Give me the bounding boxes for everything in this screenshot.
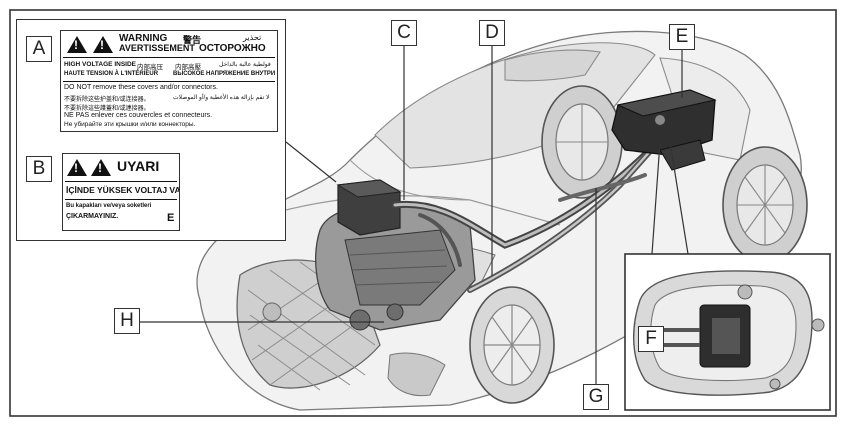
label-a-ru-remove: Не убирайте эти крышки и/или коннекторы. bbox=[64, 121, 195, 128]
label-b-high-voltage: İÇİNDE YÜKSEK VOLTAJ VAR bbox=[66, 185, 180, 195]
label-a-high-voltage-zh: 内部高压 bbox=[137, 61, 163, 71]
label-a-warning-ar: تحذير bbox=[243, 33, 261, 42]
callout-c: C bbox=[391, 20, 417, 46]
callout-d: D bbox=[479, 20, 505, 46]
warning-triangle-icon bbox=[67, 36, 87, 53]
label-a-fr-remove: NE PAS enlever ces couvercles et connect… bbox=[64, 112, 212, 119]
label-a-ar-remove: لا تقم بإزالة هذه الأغطية و/أو الموصلات bbox=[173, 94, 269, 101]
label-b-line2: Bu kapakları ve/veya soketleri bbox=[66, 203, 151, 209]
callout-e: E bbox=[669, 24, 695, 50]
label-a-do-not-remove: DO NOT remove these covers and/or connec… bbox=[64, 84, 218, 91]
label-a-high-voltage: HIGH VOLTAGE INSIDE bbox=[64, 61, 136, 68]
rear-left-wheel bbox=[542, 86, 622, 198]
label-b-uyari: UYARI bbox=[117, 158, 159, 174]
label-a-zh-remove: 不要拆除这些护盖和/或连接器。 bbox=[64, 94, 150, 103]
label-a-warning-sticker: WARNING AVERTISSEMENT 警告 تحذير ОСТОРОЖНО… bbox=[60, 30, 278, 132]
warning-triangle-icon bbox=[67, 159, 87, 176]
label-a-ru-high-voltage: ВЫСОКОЕ НАПРЯЖЕНИЕ ВНУТРИ bbox=[173, 71, 275, 77]
front-wheel bbox=[470, 287, 554, 403]
label-a-high-voltage-zh2: 内部高壓 bbox=[175, 61, 201, 71]
label-a-haute-tension: HAUTE TENSION À L'INTÉRIEUR bbox=[64, 71, 158, 77]
emblem bbox=[263, 303, 281, 321]
warning-triangle-icon bbox=[93, 36, 113, 53]
power-control-unit bbox=[338, 180, 400, 235]
callout-h: H bbox=[114, 308, 140, 334]
warning-triangle-icon bbox=[91, 159, 111, 176]
callout-b: B bbox=[26, 156, 52, 182]
rear-right-wheel bbox=[723, 147, 807, 263]
label-a-high-voltage-ar: فولطية عالية بالداخل bbox=[219, 61, 271, 68]
label-b-tag: E bbox=[167, 212, 174, 224]
callout-f: F bbox=[638, 326, 664, 352]
label-a-zh-remove2: 不要拆除這些護蓋和/或連接器。 bbox=[64, 103, 150, 112]
label-b-uyari-sticker: UYARI İÇİNDE YÜKSEK VOLTAJ VAR Bu kapakl… bbox=[62, 153, 180, 231]
callout-g: G bbox=[583, 384, 609, 410]
callout-a: A bbox=[26, 36, 52, 62]
label-b-line3: ÇIKARMAYINIZ. bbox=[66, 213, 118, 220]
label-a-warning-ru: ОСТОРОЖНО bbox=[199, 43, 266, 54]
